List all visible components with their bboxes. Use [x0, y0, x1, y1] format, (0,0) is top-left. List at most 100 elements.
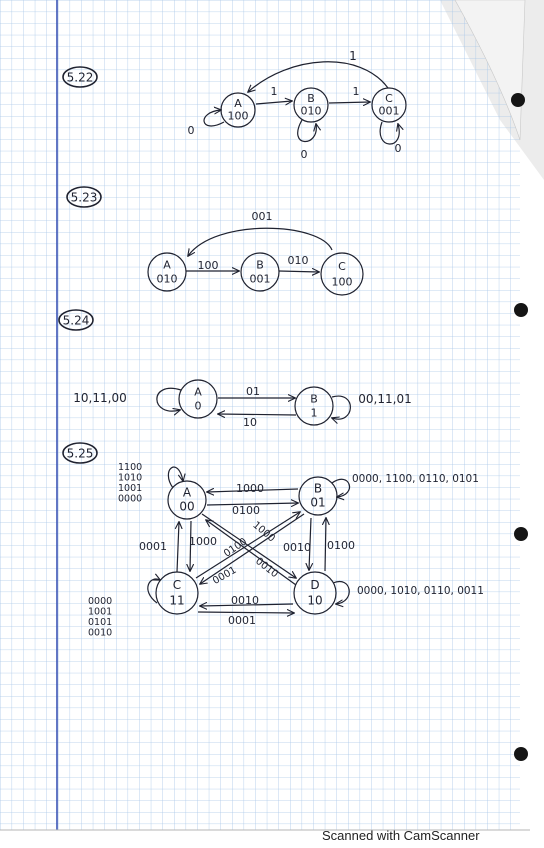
transition-arrow	[201, 513, 296, 578]
self-loop-arrow	[297, 119, 317, 143]
state-name: A	[194, 386, 202, 399]
state-name: A	[234, 97, 242, 110]
state-circle	[178, 379, 218, 419]
transition-arrow	[188, 227, 333, 256]
state-circle	[371, 87, 407, 123]
transition-arrow	[200, 513, 305, 584]
self-loop-arrow	[156, 387, 181, 411]
binder-hole	[514, 747, 528, 761]
transition-label: 0100	[232, 504, 260, 517]
transition-label: 1	[349, 49, 357, 63]
transition-arrow	[248, 61, 389, 92]
transition-label: 0	[188, 124, 195, 137]
transition-arrow	[309, 517, 311, 570]
transition-label: 0001	[228, 614, 256, 627]
transition-arrow	[207, 489, 299, 492]
problem-number: 5.22	[67, 71, 94, 85]
transition-label: 100	[198, 259, 219, 272]
state-code: 0	[195, 399, 202, 412]
state-code: 11	[169, 594, 184, 608]
self-loop-label: 1010	[118, 473, 142, 484]
self-loop-label: 0000, 1010, 0110, 0011	[357, 585, 484, 597]
problem-number: 5.23	[71, 191, 98, 205]
binder-hole	[514, 527, 528, 541]
state-circle	[240, 252, 280, 292]
transition-arrow	[190, 520, 191, 571]
self-loop-arrow	[332, 580, 350, 604]
self-loop-arrow	[332, 395, 351, 419]
state-code: 01	[310, 495, 325, 509]
transition-label: 010	[288, 254, 309, 267]
transition-label: 10	[243, 416, 257, 429]
state-code: 100	[228, 109, 249, 122]
self-loop-arrow	[147, 579, 160, 604]
self-loop-arrow	[167, 466, 183, 489]
state-name: B	[256, 259, 264, 272]
state-code: 100	[332, 276, 353, 289]
state-name: C	[338, 260, 346, 273]
transition-label: 1	[271, 85, 278, 98]
transition-label: 0001	[139, 540, 167, 553]
transition-arrow	[325, 518, 326, 572]
transition-label: 00,11,01	[358, 392, 411, 406]
scanner-watermark: Scanned with CamScanner	[322, 828, 480, 843]
self-loop-label: 1100	[118, 462, 142, 473]
problem-number: 5.24	[63, 314, 90, 328]
self-loop-label: 0010	[88, 628, 112, 639]
binder-hole	[511, 93, 525, 107]
state-name: D	[310, 578, 319, 592]
problem-number-badge	[66, 186, 102, 208]
state-name: C	[385, 92, 393, 105]
self-loop-label: 0101	[88, 617, 112, 628]
self-loop-label: 1001	[88, 607, 112, 618]
self-loop-label: 0000	[118, 494, 142, 505]
state-circle	[147, 252, 187, 292]
transition-arrow	[328, 102, 370, 103]
transition-label: 0	[395, 142, 402, 155]
transition-arrow	[200, 604, 294, 606]
problem-number-badge	[62, 66, 98, 88]
self-loop-arrow	[203, 110, 225, 127]
transition-label: 0010	[231, 594, 259, 607]
state-code: 1	[311, 406, 318, 419]
state-name: A	[163, 259, 171, 272]
transition-label: 001	[252, 210, 273, 223]
self-loop-label: 1001	[118, 483, 142, 494]
state-name: C	[173, 578, 181, 592]
transition-label: 0100	[327, 539, 355, 552]
self-loop-label: 0000	[88, 596, 112, 607]
transition-arrow	[195, 512, 300, 579]
transition-label: 0010	[283, 541, 311, 554]
state-code: 10	[307, 594, 322, 608]
transition-label: 10,11,00	[73, 391, 126, 405]
self-loop-arrow	[379, 121, 399, 145]
state-code: 00	[179, 499, 194, 513]
problem-number-badge	[58, 309, 94, 331]
transition-arrow	[177, 522, 179, 573]
transition-arrow	[255, 101, 292, 104]
state-circle	[167, 480, 207, 520]
self-loop-arrow	[331, 478, 351, 497]
transition-label: 1000	[189, 535, 217, 548]
transition-label: 0	[301, 148, 308, 161]
transition-label: 1000	[236, 482, 264, 495]
transition-arrow	[197, 612, 294, 613]
state-code: 001	[379, 104, 400, 117]
state-name: A	[183, 486, 192, 500]
state-code: 010	[301, 104, 322, 117]
transition-arrow	[218, 414, 297, 415]
state-circle	[320, 252, 364, 296]
transition-arrow	[206, 520, 297, 586]
binder-hole	[514, 303, 528, 317]
problem-number-badge	[62, 442, 98, 464]
state-code: 001	[250, 272, 271, 285]
transition-label: 01	[246, 385, 260, 398]
transition-arrow	[278, 271, 319, 272]
state-name: B	[307, 92, 315, 105]
transition-arrow	[206, 503, 298, 505]
page-curl	[454, 0, 526, 141]
state-code: 010	[157, 272, 178, 285]
